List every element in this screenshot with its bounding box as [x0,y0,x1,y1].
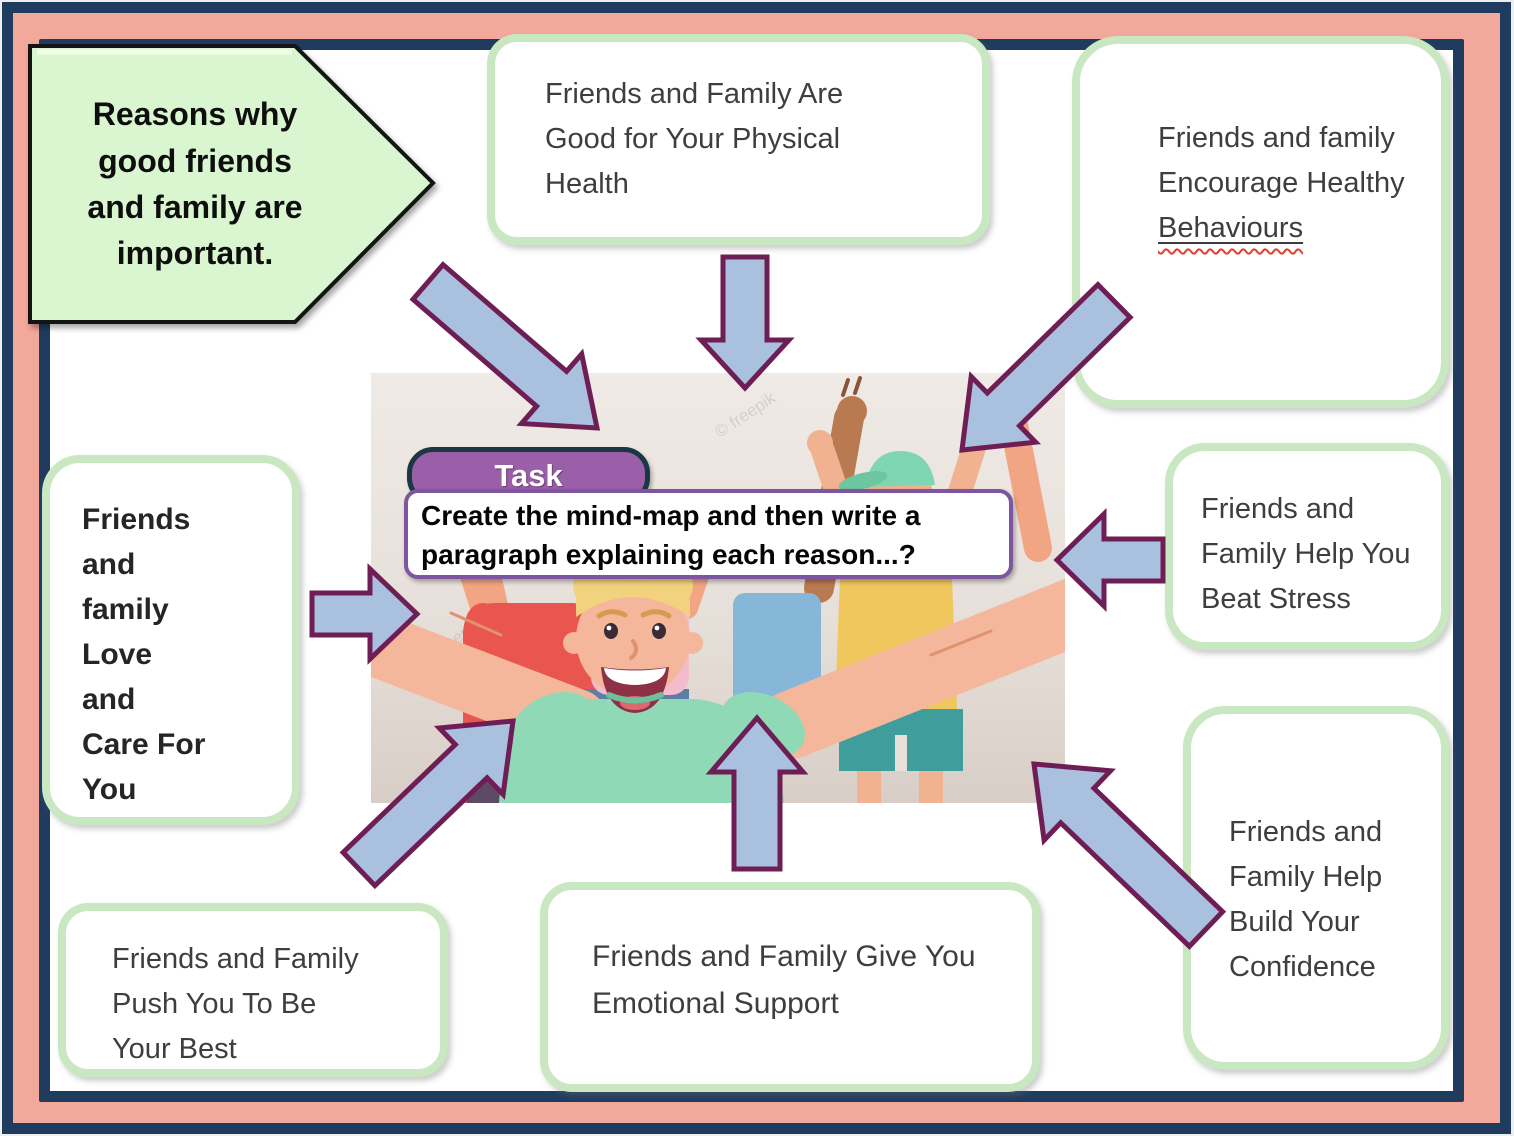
task-instruction-box: Create the mind-map and then write a par… [404,489,1013,579]
friends-selfie-illustration: © freepik © freepik © freepik [371,373,1065,803]
box-love-and-care: Friends and family Love and Care For You [42,455,300,825]
box-build-confidence: Friends and Family Help Build Your Confi… [1183,706,1449,1070]
box-build-confidence-text: Friends and Family Help Build Your Confi… [1229,816,1383,983]
box-beat-stress: Friends and Family Help You Beat Stress [1165,443,1449,650]
task-instruction-text: Create the mind-map and then write a par… [421,500,921,570]
selfie-cartoon: © freepik © freepik © freepik [371,373,1065,803]
title-banner: Reasons why good friends and family are … [27,43,437,325]
box-healthy-behaviours: Friends and family Encourage Healthy Beh… [1072,36,1449,408]
box-push-your-best-text: Friends and Family Push You To Be Your B… [112,943,359,1065]
box-love-and-care-text: Friends and family Love and Care For You [82,503,206,806]
box-push-your-best: Friends and Family Push You To Be Your B… [58,903,448,1077]
spellcheck-underlined-word: Behaviours [1158,211,1304,244]
box-emotional-support: Friends and Family Give You Emotional Su… [540,882,1040,1092]
box-healthy-behaviours-text: Friends and family Encourage Healthy [1158,122,1405,199]
box-beat-stress-text: Friends and Family Help You Beat Stress [1201,493,1411,615]
box-physical-health-text: Friends and Family Are Good for Your Phy… [545,78,844,200]
task-label: Task [494,457,563,493]
box-emotional-support-text: Friends and Family Give You Emotional Su… [592,940,976,1020]
banner-arrow-shape [28,44,436,324]
banner-title: Reasons why good friends and family are … [87,96,303,272]
box-physical-health: Friends and Family Are Good for Your Phy… [487,34,990,245]
